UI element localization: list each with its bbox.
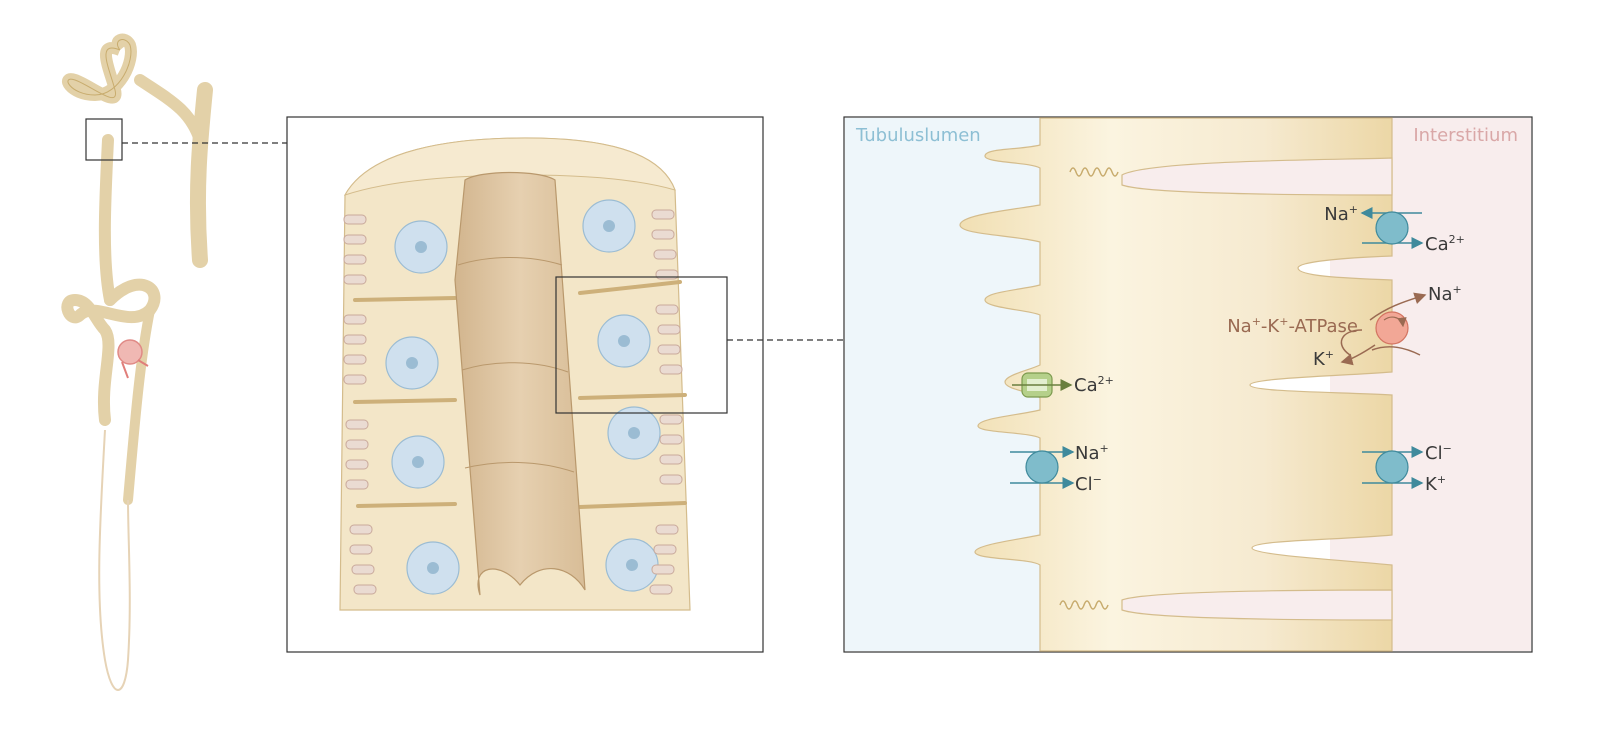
tubule-cross-section-panel [286, 116, 764, 653]
tubule-lumen [454, 171, 586, 596]
svg-text:Ca2+: Ca2+ [1425, 233, 1465, 255]
pump-in-ion: K [1313, 349, 1326, 370]
collecting-duct [189, 82, 213, 268]
mitochondria [343, 209, 683, 595]
na-k-atpase-pump: Na+-K+-ATPase Na+ K+ [1227, 283, 1462, 370]
pump-out-ion: Na [1428, 284, 1453, 305]
k-label: K [1425, 474, 1438, 495]
pump-dash: - [1261, 316, 1268, 337]
nephron-illustration [61, 33, 213, 691]
k-charge: + [1437, 473, 1446, 486]
pump-out-charge: + [1453, 283, 1462, 296]
na-charge: + [1349, 203, 1358, 216]
interstitium-label: Interstitium [1413, 125, 1518, 146]
pump-na: Na [1227, 316, 1252, 337]
na-ca-exchanger: Na+ Ca2+ [1324, 203, 1465, 255]
pump-atpase: -ATPase [1288, 316, 1358, 337]
na-charge: + [1100, 442, 1109, 455]
svg-text:Na+: Na+ [1075, 442, 1109, 464]
pump-na-charge: + [1252, 315, 1261, 328]
svg-text:Ca2+: Ca2+ [1074, 374, 1114, 396]
svg-text:Cl−: Cl− [1425, 442, 1452, 464]
loop-of-henle [98, 429, 131, 691]
pump-k: K [1267, 316, 1280, 337]
tight-junction-bottom [1059, 600, 1109, 610]
cl-charge: − [1443, 442, 1452, 455]
svg-text:K+: K+ [1313, 348, 1334, 370]
svg-text:Cl−: Cl− [1075, 473, 1102, 495]
convoluted-tubule [61, 278, 161, 426]
lumen-label: Tubuluslumen [855, 125, 981, 146]
svg-text:Na+: Na+ [1428, 283, 1462, 305]
proximal-tubule [62, 33, 137, 104]
ca-label: Ca [1074, 375, 1098, 396]
glomerulus [117, 339, 143, 365]
na-label: Na [1075, 443, 1100, 464]
pump-in-charge: + [1325, 348, 1334, 361]
ca-charge: 2+ [1449, 233, 1465, 246]
zoom-box-cell [555, 276, 728, 414]
calcium-channel: Ca2+ [1012, 372, 1114, 398]
epithelial-cell [959, 117, 1393, 652]
cl-label: Cl [1075, 474, 1093, 495]
na-label: Na [1324, 204, 1349, 225]
pump-k-charge: + [1279, 315, 1288, 328]
cell-boundaries [353, 280, 687, 509]
na-cl-cotransporter: Na+ Cl− [1010, 442, 1109, 495]
k-cl-cotransporter: Cl− K+ [1362, 442, 1452, 495]
cl-label: Cl [1425, 443, 1443, 464]
cell-transport-panel: Tubuluslumen Interstitium Ca2+ Na+ Cl− [843, 116, 1533, 653]
distal-tubule [98, 134, 116, 306]
cl-charge: − [1093, 473, 1102, 486]
tight-junction-top [1069, 167, 1119, 177]
zoom-box-nephron [85, 118, 123, 161]
ca-charge: 2+ [1098, 374, 1114, 387]
svg-text:Na+-K+-ATPase: Na+-K+-ATPase [1227, 315, 1358, 337]
svg-text:K+: K+ [1425, 473, 1446, 495]
ca-label: Ca [1425, 234, 1449, 255]
svg-text:Na+: Na+ [1324, 203, 1358, 225]
